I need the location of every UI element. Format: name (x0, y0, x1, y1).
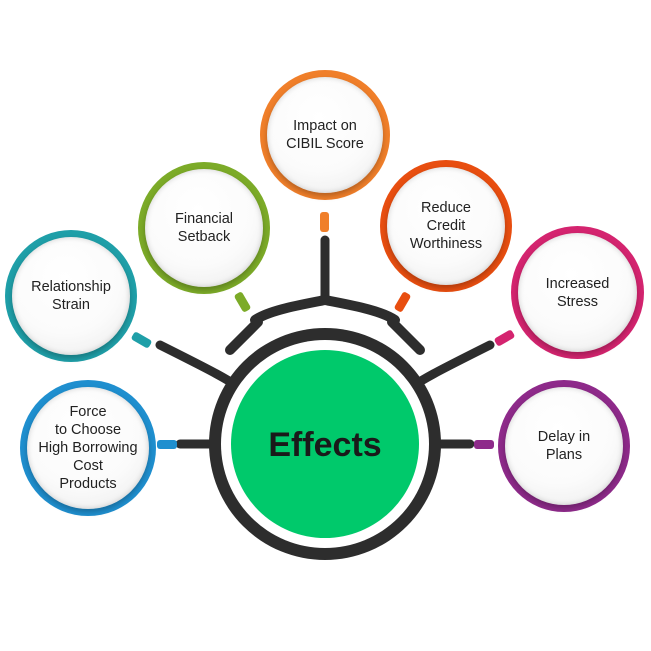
node-relationship-strain: Relationship Strain (5, 230, 137, 362)
center-circle (231, 350, 419, 538)
connector-dash-borrowing (157, 440, 177, 449)
node-label: Impact on CIBIL Score (286, 118, 364, 152)
node-label: Delay in Plans (537, 429, 591, 463)
node-high-borrowing-cost: Force to Choose High Borrowing Cost Prod… (20, 380, 156, 516)
node-label: Financial Setback (174, 211, 234, 245)
node-impact-on-cibil-score: Impact on CIBIL Score (260, 70, 390, 200)
node-delay-in-plans: Delay in Plans (498, 380, 630, 512)
node-label: Force to Choose High Borrowing Cost Prod… (38, 404, 138, 492)
connector-dash-delay (474, 440, 494, 449)
node-financial-setback: Financial Setback (138, 162, 270, 294)
node-increased-stress: Increased Stress (511, 226, 644, 359)
connector-dash-impact (320, 212, 329, 232)
node-label: Relationship Strain (31, 279, 111, 313)
center-title: Effects (268, 425, 382, 464)
node-reduce-credit-worthiness: Reduce Credit Worthiness (380, 160, 512, 292)
node-label: Reduce Credit Worthiness (409, 200, 483, 252)
node-label: Increased Stress (545, 275, 610, 310)
